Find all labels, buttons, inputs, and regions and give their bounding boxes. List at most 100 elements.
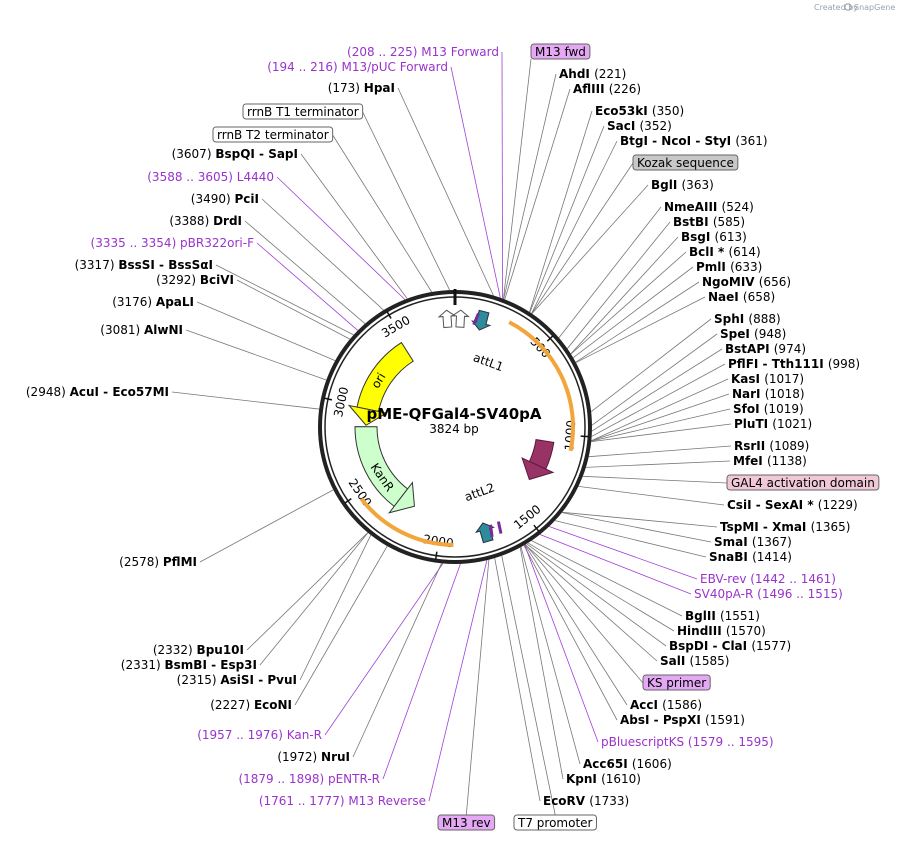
label-pluti-pos: (1021) (772, 417, 812, 431)
label-sfoi: SfoI (1019) (733, 402, 804, 416)
label-gal4-activation-domain: GAL4 activation domain (726, 474, 880, 491)
label-nmeaiii-pos: (524) (722, 200, 754, 214)
label-ecorv-text: EcoRV (1733) (543, 794, 629, 808)
attl2-label: attL2 (463, 480, 497, 504)
label-1879-1898-pentr-r-leader (382, 563, 461, 780)
label-1761-1777-m13-reverse: (1761 .. 1777) M13 Reverse (259, 794, 426, 808)
label-ngomiv-pos: (656) (759, 275, 791, 289)
label-bsssi-bsss-i: (3317) BssSI - BssSαI (75, 258, 213, 272)
label-kpni-leader (519, 547, 564, 780)
label-acci-text: AccI (1586) (630, 698, 702, 712)
tick-2000 (434, 551, 438, 560)
label-m13-fwd: M13 fwd (530, 43, 591, 60)
label-nmeaiii: NmeAIII (524) (664, 200, 754, 214)
label-ahdi-leader (503, 73, 557, 300)
label-acci-leader (524, 544, 628, 706)
label-tspmi-xmai: TspMI - XmaI (1365) (720, 520, 850, 534)
label-rrnb-t1-terminator-text: rrnB T1 terminator (247, 105, 359, 119)
label-alwni-text: (3081) AlwNI (100, 323, 183, 337)
label-ecorv: EcoRV (1733) (543, 794, 629, 808)
label-ahdi: AhdI (221) (559, 67, 626, 81)
label-csii-sexai-name: CsiI - SexAI * (727, 498, 818, 512)
tick-1500 (533, 524, 540, 532)
label-smai-name: SmaI (714, 535, 752, 549)
label-bgli-leader (531, 184, 649, 314)
label-kozak-sequence-leader (531, 162, 634, 314)
label-sphi-name: SphI (714, 312, 748, 326)
label-bspdi-clai-name: BspDI - ClaI (669, 639, 751, 653)
label-sphi-leader (590, 318, 712, 413)
label-kasi-name: KasI (731, 372, 764, 386)
orange-arc (359, 497, 454, 547)
label-spei-name: SpeI (720, 327, 754, 341)
label-ecorv-name: EcoRV (543, 794, 589, 808)
label-rrnb-t1-terminator-box (242, 103, 364, 120)
label-pbluescriptks-1579-1595-leader (524, 544, 599, 743)
label-pflfi-tth111i: PflFI - Tth111I (998) (728, 357, 860, 371)
label-csii-sexai-text: CsiI - SexAI * (1229) (727, 498, 858, 512)
label-tspmi-xmai-leader (562, 511, 718, 528)
label-afliii-text: AflIII (226) (573, 82, 641, 96)
credit-brand: SnapGene (854, 3, 895, 12)
label-spei-leader (591, 333, 718, 426)
label-nrui-name: NruI (321, 750, 350, 764)
label-acci: AccI (1586) (630, 698, 702, 712)
label-alwni: (3081) AlwNI (100, 323, 183, 337)
label-acui-eco57mi-leader (171, 391, 320, 410)
outline-arrow-2 (450, 309, 470, 328)
label-bcli-name: BclI * (689, 245, 728, 259)
label-bcivi-leader (236, 279, 351, 340)
label-csii-sexai: CsiI - SexAI * (1229) (727, 498, 858, 512)
label-mfei: MfeI (1138) (733, 454, 807, 468)
tick-500 (546, 335, 554, 342)
label-ks-primer-text: KS primer (647, 676, 706, 690)
label-ngomiv-text: NgoMIV (656) (702, 275, 791, 289)
label-pbluescriptks-1579-1595: pBluescriptKS (1579 .. 1595) (601, 735, 774, 749)
label-afliii-pos: (226) (609, 82, 641, 96)
label-bstapi-leader (591, 348, 723, 432)
label-bstbi-name: BstBI (673, 215, 713, 229)
label-bpu10i-pos: (2332) (153, 643, 197, 657)
label-tspmi-xmai-name: TspMI - XmaI (720, 520, 811, 534)
label-ebv-rev-1442-1461: EBV-rev (1442 .. 1461) (700, 572, 836, 586)
label-snabi-leader (554, 520, 707, 558)
label-pcii-leader (261, 198, 384, 311)
label-sfoi-pos: (1019) (764, 402, 804, 416)
label-sali-text: SalI (1585) (660, 654, 729, 668)
label-snabi-text: SnaBI (1414) (709, 550, 792, 564)
label-asisi-pvui-text: (2315) AsiSI - PvuI (177, 673, 297, 687)
label-naei-text: NaeI (658) (708, 290, 775, 304)
label-kpni-text: KpnI (1610) (566, 772, 641, 786)
label-econi-text: (2227) EcoNI (210, 698, 292, 712)
label-bstbi-pos: (585) (713, 215, 745, 229)
label-asisi-pvui-name: AsiSI - PvuI (220, 673, 297, 687)
label-bspdi-clai-leader (526, 543, 667, 647)
label-kpni-name: KpnI (566, 772, 601, 786)
label-1957-1976-kan-r-leader (324, 563, 444, 736)
label-pflmi-leader (199, 489, 334, 563)
label-eco53ki-pos: (350) (652, 104, 684, 118)
label-208-225-m13-forward: (208 .. 225) M13 Forward (347, 45, 499, 59)
label-hpai: (173) HpaI (328, 81, 395, 95)
label-hpai-leader (397, 87, 494, 296)
label-bstapi: BstAPI (974) (725, 342, 806, 356)
label-gal4-activation-domain-leader (582, 475, 728, 484)
label-naei-pos: (658) (743, 290, 775, 304)
label-3588-3605-l4440-leader (276, 176, 406, 300)
label-bsgi-text: BsgI (613) (681, 230, 747, 244)
label-kasi-pos: (1017) (764, 372, 804, 386)
label-ahdi-text: AhdI (221) (559, 67, 626, 81)
label-acc65i-leader (520, 546, 581, 765)
label-bsmbi-esp3i-leader (259, 532, 369, 666)
label-sv40pa-r-1496-1515: SV40pA-R (1496 .. 1515) (694, 587, 843, 601)
purple-marker-1 (472, 312, 480, 326)
label-bglii-name: BglII (685, 609, 720, 623)
label-1957-1976-kan-r: (1957 .. 1976) Kan-R (197, 728, 322, 742)
label-bcli-pos: (614) (728, 245, 760, 259)
label-pflfi-tth111i-pos: (998) (828, 357, 860, 371)
label-eco53ki-name: Eco53kI (595, 104, 652, 118)
label-csii-sexai-leader (578, 486, 725, 506)
label-bstapi-name: BstAPI (725, 342, 774, 356)
label-absi-pspxi-pos: (1591) (705, 713, 745, 727)
